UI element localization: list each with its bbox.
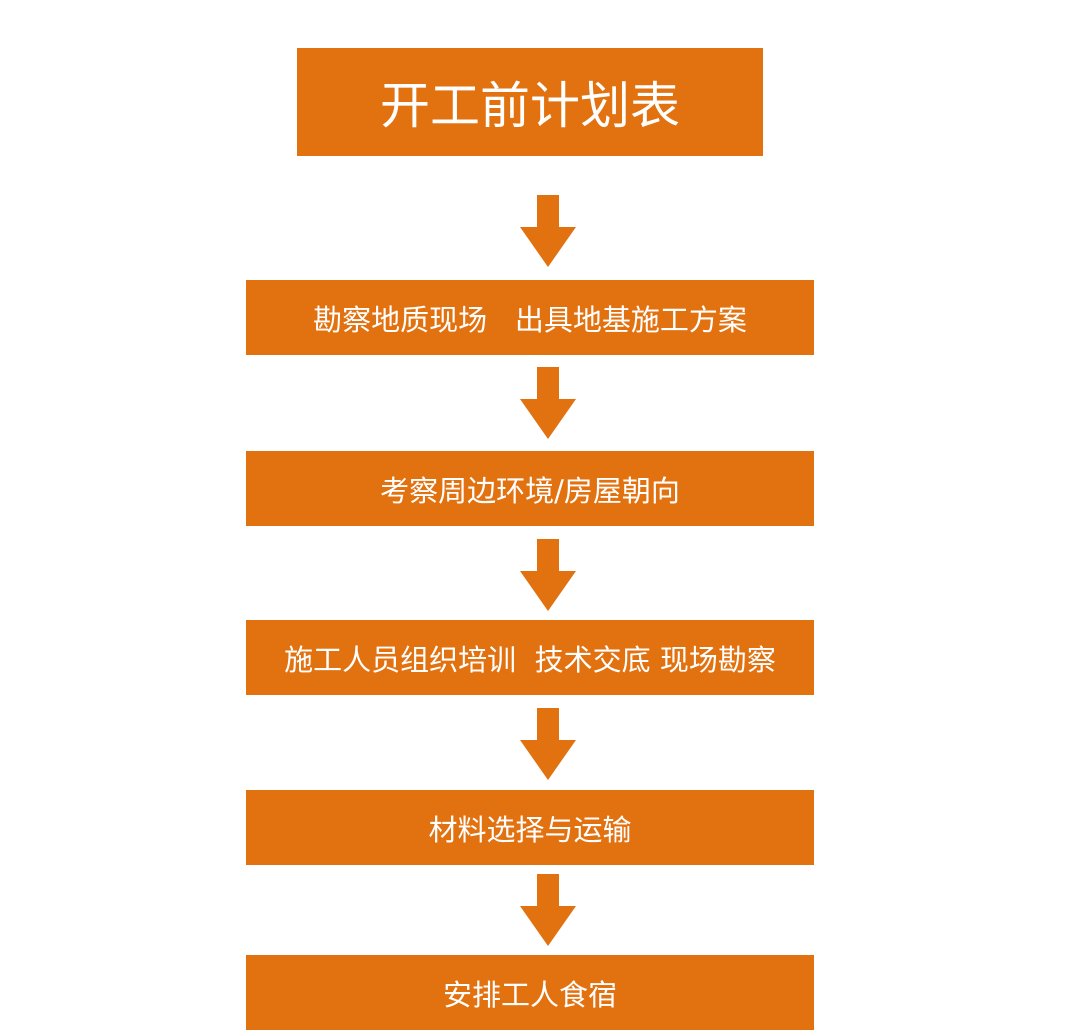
step-label-3: 施工人员组织培训 技术交底 现场勘察 bbox=[284, 642, 776, 677]
step-label-5: 安排工人食宿 bbox=[442, 977, 617, 1012]
step-box-5: 安排工人食宿 bbox=[246, 955, 814, 1030]
step-label-4: 材料选择与运输 bbox=[428, 812, 632, 847]
down-arrow-icon bbox=[520, 367, 576, 439]
down-arrow-icon bbox=[520, 874, 576, 946]
flowchart-title: 开工前计划表 bbox=[380, 77, 680, 135]
step-label-2: 考察周边环境/房屋朝向 bbox=[380, 473, 680, 508]
step-box-2: 考察周边环境/房屋朝向 bbox=[246, 451, 814, 526]
down-arrow-icon bbox=[520, 539, 576, 611]
down-arrow-icon bbox=[520, 708, 576, 780]
step-box-1: 勘察地质现场 出具地基施工方案 bbox=[246, 280, 814, 355]
step-box-3: 施工人员组织培训 技术交底 现场勘察 bbox=[246, 620, 814, 695]
down-arrow-icon bbox=[520, 195, 576, 267]
step-label-1: 勘察地质现场 出具地基施工方案 bbox=[313, 302, 747, 337]
step-box-4: 材料选择与运输 bbox=[246, 790, 814, 865]
flowchart-title-box: 开工前计划表 bbox=[297, 48, 763, 156]
